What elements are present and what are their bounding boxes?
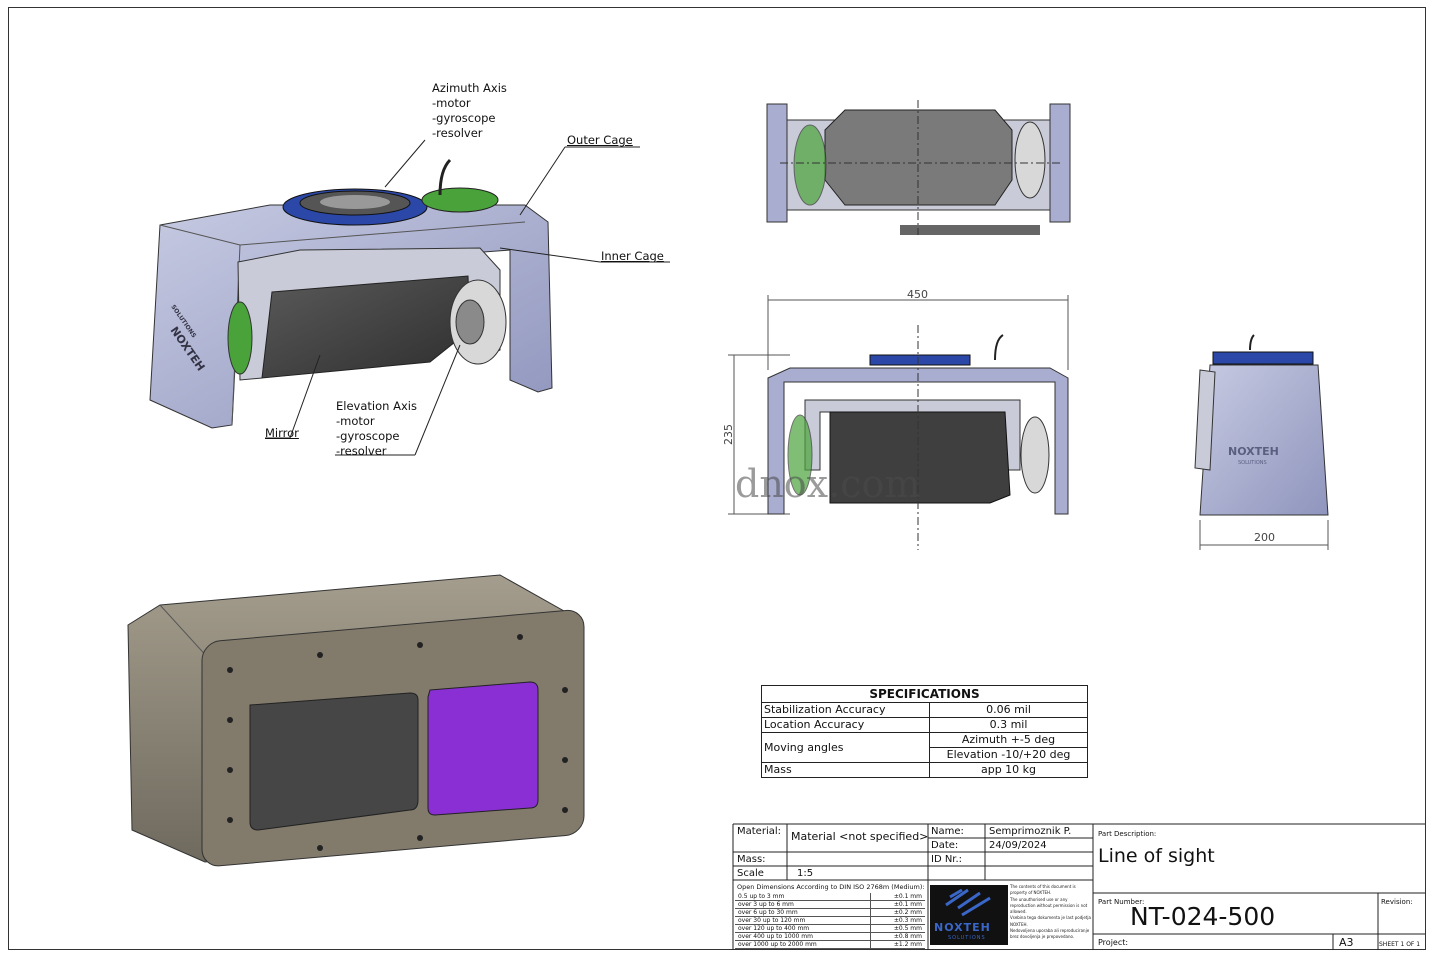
material-value: Material <not specified>: [791, 830, 929, 843]
height-dimension: 235: [722, 424, 735, 445]
copyright-line: property of NOXTEH.: [1010, 890, 1052, 896]
spec-value: app 10 kg: [929, 762, 1088, 778]
inner-cage-label: Inner Cage: [601, 249, 664, 263]
tolerance-row: over 400 up to 1000 mm±0.8 mm: [735, 932, 925, 941]
tolerance-range: over 120 up to 400 mm: [735, 924, 871, 933]
spec-row: Location Accuracy 0.3 mil: [761, 717, 1088, 733]
specifications-table: SPECIFICATIONS Stabilization Accuracy 0.…: [761, 685, 1088, 778]
spec-row: Stabilization Accuracy 0.06 mil: [761, 702, 1088, 718]
tolerance-row: over 6 up to 30 mm±0.2 mm: [735, 908, 925, 917]
tolerance-range: over 3 up to 6 mm: [735, 900, 871, 909]
sheet-border: [8, 7, 1426, 950]
copyright-line: allowed.: [1010, 909, 1027, 915]
id-label: ID Nr.:: [931, 854, 963, 865]
elevation-resolver-label: -resolver: [336, 444, 387, 458]
spec-row: Moving angles Azimuth +-5 deg: [761, 732, 1088, 763]
title-block-logo-name: NOXTEH: [934, 921, 991, 934]
elevation-gyroscope-label: -gyroscope: [336, 429, 400, 443]
name-value: Semprimoznik P.: [989, 826, 1072, 837]
revision-label: Revision:: [1381, 898, 1413, 906]
material-label: Material:: [737, 826, 781, 837]
copyright-line: The contents of this document is: [1010, 884, 1076, 889]
tolerance-value: ±0.5 mm: [869, 924, 925, 933]
tolerance-value: ±0.1 mm: [869, 893, 925, 901]
date-value: 24/09/2024: [989, 840, 1047, 851]
watermark: dnox.com: [735, 462, 921, 506]
tolerance-table: 0.5 up to 3 mm±0.1 mm over 3 up to 6 mm±…: [735, 893, 925, 949]
part-description-value: Line of sight: [1098, 845, 1215, 867]
tolerance-range: over 400 up to 1000 mm: [735, 932, 871, 941]
scale-value: 1:5: [797, 868, 814, 879]
mirror-label: Mirror: [265, 426, 299, 440]
copyright-line: Vsebina tega dokumenta je last podjetja: [1010, 915, 1091, 921]
scale-label: Scale: [737, 868, 764, 879]
spec-value: Azimuth +-5 deg: [929, 732, 1088, 748]
svg-text:NOXTEH: NOXTEH: [1228, 445, 1279, 458]
azimuth-axis-label: Azimuth Axis: [432, 81, 507, 95]
copyright-line: Nedovoljena uporaba ali reproduciranje: [1010, 928, 1090, 934]
spec-value: 0.06 mil: [929, 702, 1088, 718]
tolerance-row: over 1000 up to 2000 mm±1.2 mm: [735, 940, 925, 949]
spec-label: Moving angles: [761, 732, 930, 763]
copyright-line: The unauthorised use or any: [1010, 896, 1068, 902]
spec-row: Mass app 10 kg: [761, 762, 1088, 778]
specifications-title: SPECIFICATIONS: [761, 685, 1088, 703]
date-label: Date:: [931, 840, 959, 851]
mass-label: Mass:: [737, 854, 766, 865]
tolerance-row: over 120 up to 400 mm±0.5 mm: [735, 924, 925, 933]
title-block-logo-sub: SOLUTIONS: [948, 935, 986, 941]
tolerance-value: ±0.2 mm: [869, 908, 925, 917]
copyright-line: reproduction without permission is not: [1010, 902, 1088, 908]
tolerance-row: over 3 up to 6 mm±0.1 mm: [735, 900, 925, 909]
spec-value: Elevation -10/+20 deg: [929, 747, 1088, 763]
copyright-line: brez dovoljenja je prepovedano.: [1010, 934, 1075, 940]
tolerance-value: ±0.3 mm: [869, 916, 925, 925]
azimuth-motor-label: -motor: [432, 96, 471, 110]
elevation-axis-label: Elevation Axis: [336, 399, 417, 413]
tolerance-range: 0.5 up to 3 mm: [735, 893, 871, 901]
part-description-label: Part Description:: [1098, 830, 1157, 838]
copyright-line: NOXTEH.: [1010, 921, 1028, 927]
tolerance-value: ±0.1 mm: [869, 900, 925, 909]
mirror-shape: [261, 275, 471, 379]
tolerance-range: over 6 up to 30 mm: [735, 908, 871, 917]
purple-window: [427, 681, 539, 816]
tolerance-value: ±0.8 mm: [869, 932, 925, 941]
tolerance-row: 0.5 up to 3 mm±0.1 mm: [735, 893, 925, 901]
spec-label: Location Accuracy: [761, 717, 930, 733]
copyright-notice: The contents of this document is propert…: [1010, 884, 1091, 941]
azimuth-axis-callout: Azimuth Axis -motor -gyroscope -resolver: [432, 81, 507, 141]
azimuth-gyroscope-label: -gyroscope: [432, 111, 496, 125]
outer-cage-label: Outer Cage: [567, 133, 633, 147]
sheet-number: SHEET 1 OF 1: [1379, 941, 1421, 948]
width-dimension: 450: [907, 288, 928, 301]
spec-row: Elevation -10/+20 deg: [762, 747, 1088, 763]
sheet-size: A3: [1339, 936, 1354, 949]
tolerance-title: Open Dimensions According to DIN ISO 276…: [737, 883, 925, 891]
tolerance-row: over 30 up to 120 mm±0.3 mm: [735, 916, 925, 925]
azimuth-resolver-label: -resolver: [432, 126, 483, 140]
svg-text:SOLUTIONS: SOLUTIONS: [1238, 460, 1267, 466]
tolerance-range: over 30 up to 120 mm: [735, 916, 871, 925]
part-number-value: NT-024-500: [1130, 902, 1276, 931]
spec-value: 0.3 mil: [929, 717, 1088, 733]
name-label: Name:: [931, 826, 964, 837]
depth-dimension: 200: [1254, 531, 1275, 544]
tolerance-range: over 1000 up to 2000 mm: [735, 940, 871, 949]
project-label: Project:: [1098, 938, 1129, 947]
elevation-axis-callout: Elevation Axis -motor -gyroscope -resolv…: [336, 399, 417, 459]
part-number-label: Part Number:: [1098, 898, 1145, 906]
tolerance-value: ±1.2 mm: [869, 940, 925, 949]
spec-label: Stabilization Accuracy: [761, 702, 930, 718]
elevation-motor-label: -motor: [336, 414, 375, 428]
spec-label: Mass: [761, 762, 930, 778]
